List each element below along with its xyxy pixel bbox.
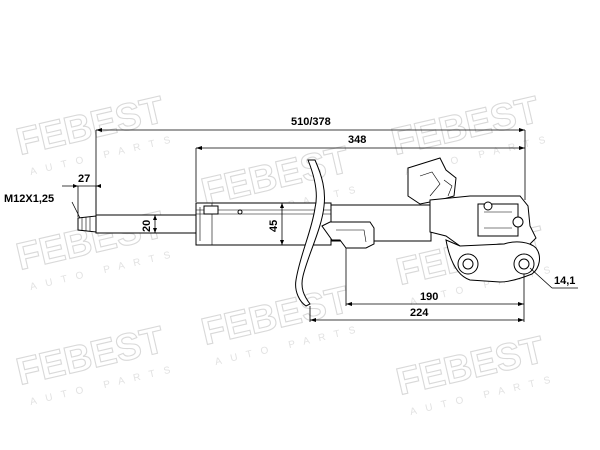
bracket-distance-label: 190 (420, 291, 438, 303)
dust-seal (203, 205, 219, 215)
spring-seat (295, 159, 325, 307)
fitting (237, 209, 243, 215)
body-diameter-label: 45 (268, 220, 280, 232)
mount-distance-label: 224 (410, 307, 429, 319)
dimension-lines (62, 128, 578, 322)
overall-length-label: 510/378 (291, 116, 331, 128)
threaded-end (77, 215, 97, 233)
mount-bushing-inner (462, 258, 474, 270)
dimension-labels: 510/378 348 27 M12X1,25 20 45 190 224 14… (4, 116, 575, 319)
body-length-label: 348 (348, 134, 366, 146)
strut-assembly (77, 157, 540, 307)
stabilizer-bracket (321, 221, 375, 249)
mount-hole-label: 14,1 (554, 275, 575, 287)
mount-hole-inner (518, 258, 530, 270)
thread-length-label: 27 (78, 173, 90, 185)
flange-plate (477, 203, 519, 237)
thread-size-label: M12X1,25 (4, 193, 54, 205)
bolt-hole (512, 216, 524, 228)
rod-diameter-label: 20 (141, 220, 153, 232)
brake-hose-bracket (407, 157, 457, 205)
bolt-hole (483, 201, 493, 211)
